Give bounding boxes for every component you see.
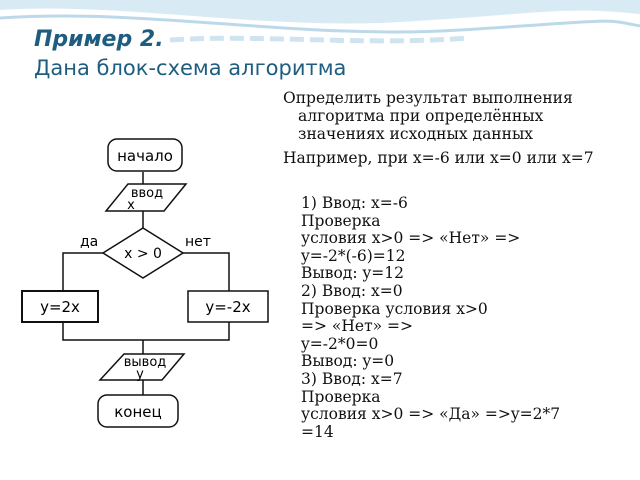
flowchart-connectors	[62, 172, 230, 395]
step-line: 2) Ввод: x=0	[301, 281, 403, 300]
no-label: нет	[185, 234, 211, 250]
task-line-1: Определить результат выполнения	[283, 89, 573, 107]
step-line: Проверка	[301, 387, 381, 406]
slide-subtitle: Дана блок-схема алгоритма	[34, 56, 347, 80]
input-label: ввод	[131, 186, 163, 201]
step-line: условия x>0 => «Да» =>y=2*7	[301, 405, 561, 424]
step-line: Проверка	[301, 211, 381, 230]
step-line: условия x>0 => «Нет» =>	[301, 229, 521, 248]
slide-title: Пример 2.	[34, 27, 164, 52]
step-line: 1) Ввод: x=-6	[301, 194, 408, 212]
task-description: Определить результат выполнения алгоритм…	[283, 89, 628, 167]
flowchart: начало ввод x x > 0 да нет y=2x y=-2x вы…	[21, 138, 269, 428]
task-example: Например, при x=-6 или x=0 или x=7	[283, 149, 594, 167]
no-action-label: y=-2x	[205, 298, 250, 316]
end-label: конец	[114, 403, 161, 421]
step-line: =14	[301, 422, 334, 441]
start-label: начало	[117, 147, 173, 165]
step-line: y=-2*(-6)=12	[301, 246, 406, 265]
output-block	[98, 353, 186, 381]
step-line: Проверка условия x>0	[301, 299, 488, 318]
output-label: вывод	[124, 355, 167, 370]
header-wave-decoration	[0, 0, 640, 44]
output-variable: y	[136, 367, 144, 382]
condition-label: x > 0	[124, 246, 162, 262]
step-line: 3) Ввод: x=7	[301, 369, 403, 388]
task-line-3: значениях исходных данных	[298, 125, 534, 143]
step-line: => «Нет» =>	[301, 317, 414, 336]
step-line: Вывод: y=12	[301, 264, 404, 283]
yes-label: да	[80, 234, 98, 250]
condition-block	[101, 227, 185, 279]
yes-action-block	[21, 290, 99, 323]
no-action-block	[187, 290, 269, 323]
start-block	[107, 138, 183, 172]
step-line: Вывод: y=0	[301, 352, 395, 371]
input-block	[104, 183, 188, 212]
yes-action-label: y=2x	[40, 298, 80, 316]
step-line: y=-2*0=0	[301, 334, 379, 353]
end-block	[97, 394, 179, 428]
input-variable: x	[127, 198, 135, 213]
task-line-2: алгоритма при определённых	[298, 107, 544, 125]
solution-steps: 1) Ввод: x=-6 Проверка условия x>0 => «Н…	[301, 194, 631, 441]
